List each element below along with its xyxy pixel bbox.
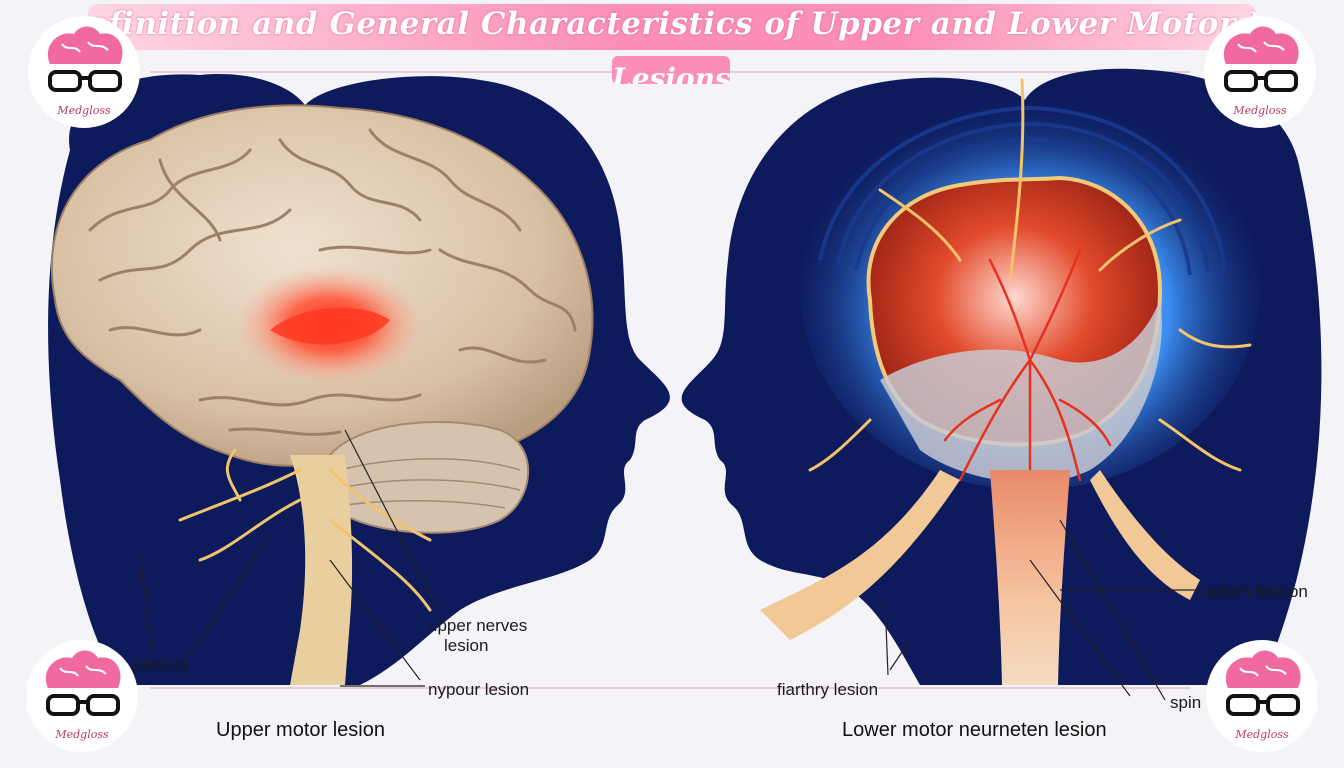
label-upper-nerves: upper nerves (428, 616, 528, 635)
title-banner: efinition and General Characteristics of… (88, 4, 1256, 50)
brain-glasses-icon (47, 26, 123, 92)
brain-glasses-icon (1223, 26, 1299, 92)
right-brain (760, 78, 1260, 685)
logo-text: Medgloss (57, 104, 111, 117)
label-nypour-lesion: nypour lesion (428, 680, 530, 699)
left-brain (50, 104, 594, 685)
logo-text: Medgloss (55, 728, 109, 741)
medgloss-logo: Medgloss (1204, 16, 1316, 128)
label-notom-lession: notom lession (1203, 582, 1308, 601)
label-spin: spin (1170, 693, 1202, 712)
caption-upper-motor: Upper motor lesion (216, 719, 385, 741)
medgloss-logo: Medgloss (1206, 640, 1318, 752)
brain-glasses-icon (45, 650, 121, 716)
logo-text: Medgloss (1235, 728, 1289, 741)
label-patsicty: patsicty (132, 655, 190, 674)
medgloss-logo: Medgloss (26, 640, 138, 752)
label-leader-lines (139, 429, 1200, 701)
page-title: efinition and General Characteristics of… (88, 6, 1256, 42)
page-title-line2: Lesions (612, 56, 730, 84)
brain-glasses-icon (1225, 650, 1301, 716)
medgloss-logo: Medgloss (28, 16, 140, 128)
caption-lower-motor: Lower motor neurneten lesion (842, 719, 1107, 741)
logo-text: Medgloss (1233, 104, 1287, 117)
label-upper-nerves-lesion: lesion (444, 636, 489, 655)
label-fiarthry-lesion: fiarthry lesion (777, 680, 879, 699)
